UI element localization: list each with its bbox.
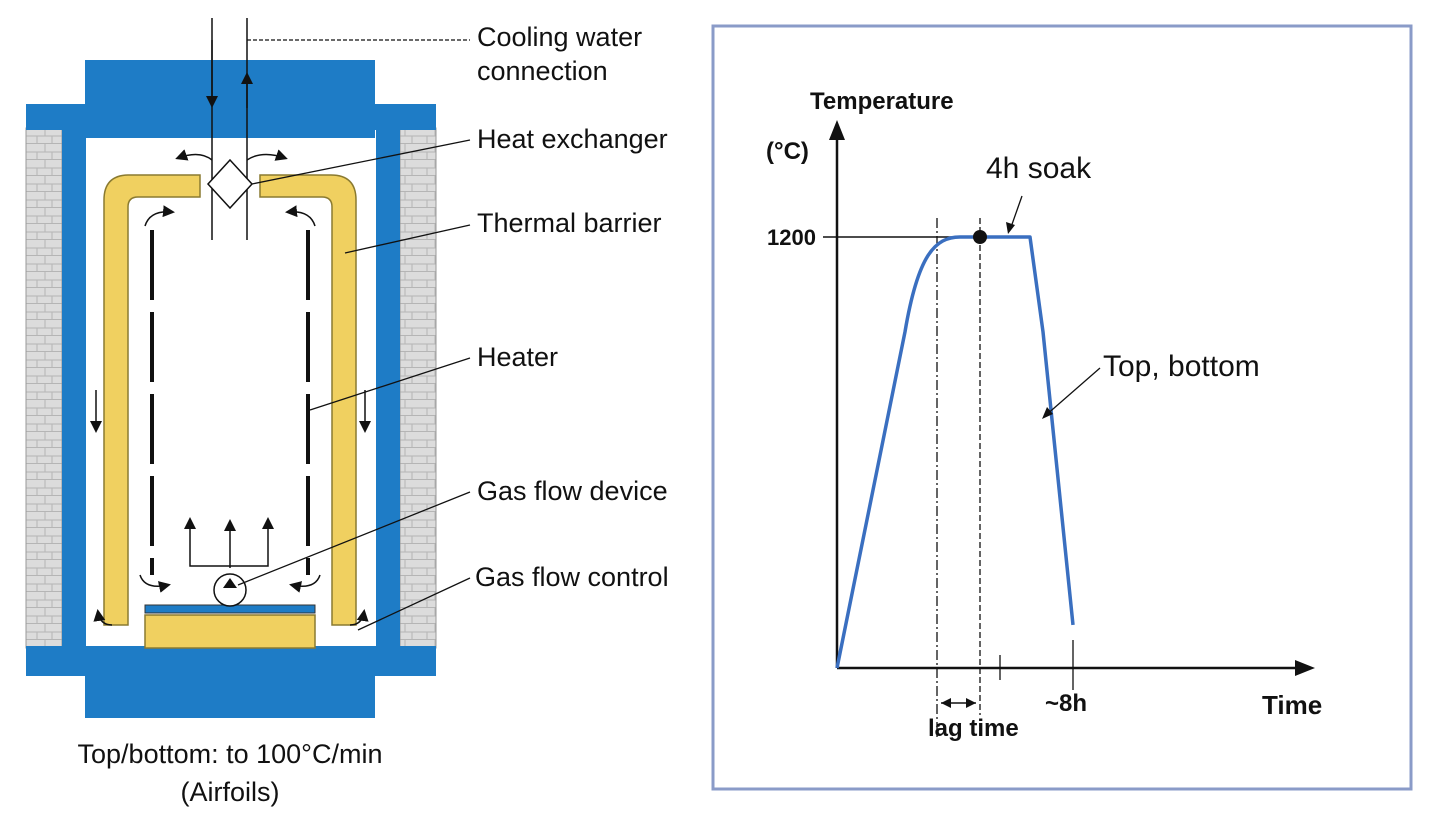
lag-annotation: lag time: [928, 715, 1019, 742]
gas-flow-device: [213, 573, 247, 607]
soak-leader-head: [1006, 222, 1015, 234]
y-axis-unit: (°C): [766, 138, 809, 165]
soak-annotation: 4h soak: [986, 152, 1092, 185]
curve-leader: [1044, 367, 1101, 417]
chart-frame: [711, 24, 1413, 791]
x-axis-title: Time: [1262, 690, 1323, 720]
insulation-left: [25, 127, 63, 649]
caption-line-2: (Airfoils): [180, 777, 280, 807]
lag-arrow-head-left: [941, 698, 951, 708]
label-heat-exchanger: Heat exchanger: [477, 124, 668, 154]
label-gas-flow-control: Gas flow control: [475, 562, 669, 592]
furnace-diagram: [25, 18, 471, 718]
y-axis-arrow: [829, 120, 845, 140]
x-axis-arrow: [1295, 660, 1315, 676]
label-gas-flow-device: Gas flow device: [477, 476, 668, 506]
vessel-shell: [26, 60, 436, 718]
caption-line-1: Top/bottom: to 100°C/min: [77, 739, 383, 769]
heat-exchanger: [206, 158, 254, 210]
soak-start-point: [973, 230, 987, 244]
insulation-right: [399, 127, 437, 649]
curve-annotation: Top, bottom: [1103, 350, 1260, 383]
label-heater: Heater: [477, 342, 559, 372]
lag-arrow-head-right: [966, 698, 976, 708]
y-axis-title: Temperature: [810, 88, 954, 115]
thermal-barrier: [103, 174, 357, 626]
curve-leader-head: [1042, 407, 1053, 419]
label-cooling-water: Cooling water connection: [477, 22, 643, 86]
label-thermal-barrier: Thermal barrier: [477, 208, 662, 238]
y-tick-label: 1200: [767, 225, 816, 250]
x-tick-label: ~8h: [1045, 690, 1088, 717]
temperature-curve: [835, 235, 1075, 669]
hearth-block: [144, 614, 316, 649]
